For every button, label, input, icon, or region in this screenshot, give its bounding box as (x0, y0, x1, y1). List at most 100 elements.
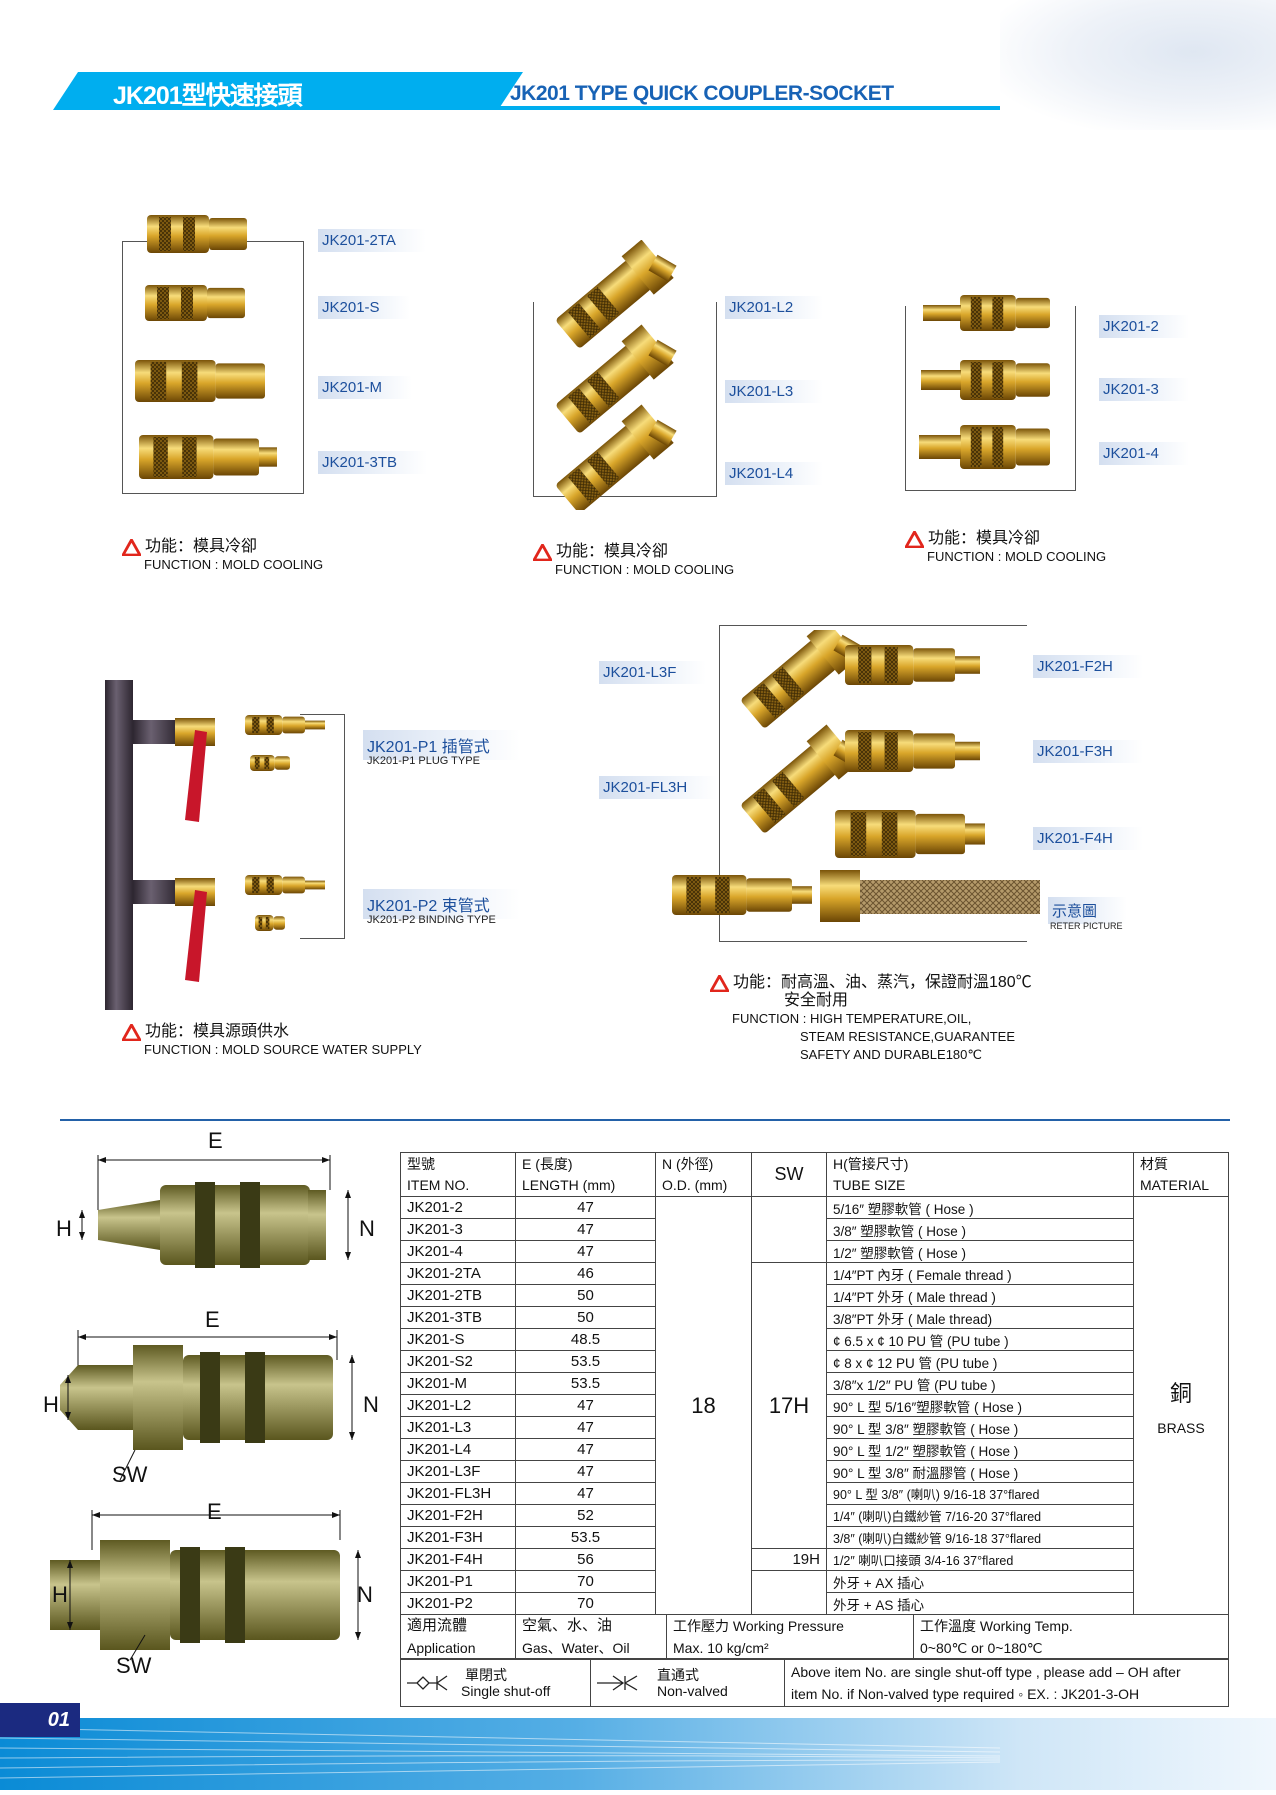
header-en: O.D. (mm) (662, 1176, 728, 1193)
item-no: JK201-2TB (400, 1284, 516, 1307)
braided-hose (860, 880, 1040, 914)
coupler-jk201-3 (960, 360, 1050, 400)
length: 53.5 (515, 1526, 656, 1549)
diagram3-h-label: H (52, 1582, 68, 1607)
diagram1-n-label: N (359, 1216, 375, 1241)
length: 56 (515, 1548, 656, 1571)
pipe (105, 680, 133, 1010)
plug-bracket (300, 714, 345, 939)
function-cn: 功能：模具源頭供水 (145, 1023, 290, 1040)
label-jk201-l4: JK201-L4 (725, 462, 824, 485)
non-valved-symbol-icon (597, 1674, 638, 1691)
page-title-en: JK201 TYPE QUICK COUPLER-SOCKET (510, 82, 894, 105)
tube-size: 90° L 型 3/8″ 耐溫膠管 ( Hose ) (826, 1460, 1134, 1483)
coupler-jk201-2 (960, 295, 1050, 331)
function-cn: 功能：模具冷卻 (145, 538, 258, 555)
elbow-jk201-l2 (556, 240, 677, 348)
diagram2-h-label: H (43, 1392, 59, 1417)
warning-icon (710, 974, 729, 992)
function-en-3: SAFETY AND DURABLE180℃ (800, 1047, 982, 1062)
label-jk201-3: JK201-3 (1099, 378, 1189, 401)
label-jk201-l3f: JK201-L3F (599, 661, 707, 684)
length: 47 (515, 1482, 656, 1505)
plug-nut (255, 915, 285, 931)
elbow-jk201-l4 (556, 404, 677, 510)
item-no: JK201-S (400, 1328, 516, 1351)
header-en: MATERIAL (1140, 1176, 1209, 1193)
tube-size: 90° L 型 1/2″ 塑膠軟管 ( Hose ) (826, 1438, 1134, 1461)
label-jk201-f2h: JK201-F2H (1033, 655, 1143, 678)
group1-function: 功能：模具冷卻 FUNCTION : MOLD COOLING (122, 538, 323, 574)
material: 銅 BRASS (1133, 1196, 1229, 1615)
single-shutoff-en: Single shut-off (461, 1682, 551, 1699)
label-jk201-p2-sub: JK201-P2 BINDING TYPE (367, 914, 496, 926)
tube-size: 1/2″ 喇叭口接頭 3/4-16 37°flared (826, 1548, 1134, 1571)
non-valved-cn: 直通式 (657, 1666, 699, 1683)
single-shutoff-symbol-icon (407, 1674, 448, 1691)
label-jk201-p1: JK201-P1 插管式 (363, 730, 520, 760)
diagram1-e-label: E (208, 1128, 223, 1153)
tube-size: 3/8″ 塑膠軟管 ( Hose ) (826, 1218, 1134, 1241)
function-en: FUNCTION : MOLD COOLING (555, 562, 735, 577)
material-cn: 銅 (1169, 1380, 1192, 1406)
coupler-jk201-4 (960, 425, 1050, 469)
item-no: JK201-FL3H (400, 1482, 516, 1505)
item-no: JK201-L2 (400, 1394, 516, 1417)
hose-barb (921, 370, 961, 390)
note-line-1: Above item No. are single shut-off type … (791, 1663, 1181, 1680)
tube-size: 90° L 型 3/8″ (喇叭) 9/16-18 37°flared (826, 1482, 1134, 1505)
item-no: JK201-4 (400, 1240, 516, 1263)
length: 46 (515, 1262, 656, 1285)
header-cell: E (長度)LENGTH (mm) (515, 1152, 656, 1197)
tube-size: 3/8″x 1/2″ PU 管 (PU tube ) (826, 1372, 1134, 1395)
item-no: JK201-2 (400, 1196, 516, 1219)
length: 47 (515, 1196, 656, 1219)
footer-wave-band (0, 1718, 1276, 1790)
length: 50 (515, 1306, 656, 1329)
temp-value: 0~80℃ or 0~180℃ (920, 1640, 1043, 1656)
item-no: JK201-F2H (400, 1504, 516, 1527)
coupler-jk201-2ta (147, 215, 247, 253)
label-jk201-f4h: JK201-F4H (1033, 827, 1143, 850)
sw-empty (751, 1570, 827, 1615)
valve-handle-red (185, 730, 207, 822)
header-underline (488, 106, 1000, 110)
single-shutoff-cn: 單閉式 (465, 1666, 507, 1683)
coupler-jk201-f2h (845, 645, 980, 685)
tube-size: 90° L 型 5/16″塑膠軟管 ( Hose ) (826, 1394, 1134, 1417)
item-no: JK201-P2 (400, 1592, 516, 1615)
dimension-diagrams (50, 1155, 361, 1661)
material-en: BRASS (1157, 1419, 1205, 1436)
water-supply-pipe-image (105, 680, 325, 1010)
warning-icon (122, 538, 141, 556)
plug-barb (250, 755, 290, 771)
non-valved-en: Non-valved (657, 1682, 728, 1699)
flare-nut (820, 870, 860, 922)
item-no: JK201-F3H (400, 1526, 516, 1549)
page-number: 01 (0, 1703, 80, 1737)
length: 50 (515, 1284, 656, 1307)
plug-jk201-p1 (245, 715, 325, 735)
page-title-cn: JK201型快速接頭 (113, 82, 303, 110)
length: 70 (515, 1592, 656, 1615)
flare-bracket (719, 625, 1027, 942)
diagram2-flare-type (60, 1330, 355, 1481)
diagram3-sw-label: SW (116, 1653, 152, 1678)
elbow-jk201-l3 (556, 324, 677, 433)
tube-size: ¢ 8 x ¢ 12 PU 管 (PU tube ) (826, 1350, 1134, 1373)
length: 47 (515, 1218, 656, 1241)
section-divider (60, 1119, 1230, 1121)
item-no: JK201-F4H (400, 1548, 516, 1571)
